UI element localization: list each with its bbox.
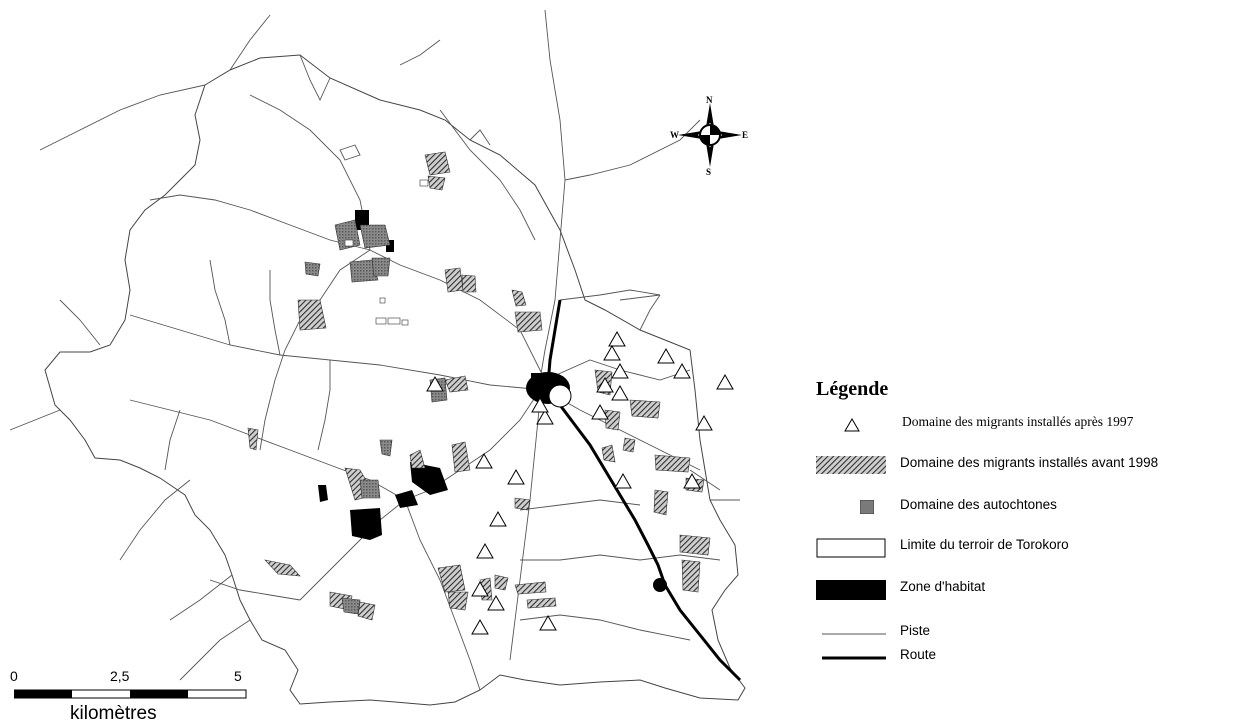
triangle-icon — [614, 472, 632, 489]
legend-label: Zone d'habitat — [900, 579, 986, 594]
triangle-icon — [507, 468, 525, 485]
legend-label: Domaine des autochtones — [900, 497, 1057, 512]
pistes — [9, 9, 740, 691]
compass-north: N — [706, 95, 713, 105]
small-parcels — [344, 179, 429, 326]
grey-square-icon — [860, 500, 874, 514]
legend-label: Domaine des migrants installés avant 199… — [900, 455, 1159, 470]
migrants-avant-1998-parcels — [247, 151, 711, 621]
triangle-icon — [657, 347, 675, 364]
autochtones-parcels — [304, 219, 448, 615]
scale-tick-5: 5 — [234, 668, 242, 684]
triangle-icon — [603, 344, 621, 361]
compass-west: W — [670, 130, 679, 140]
legend: Légende Domaine des migrants installés a… — [816, 378, 1243, 678]
triangle-icon — [611, 362, 629, 379]
thin-line-icon — [822, 633, 886, 635]
legend-item-route: Route — [816, 644, 1243, 670]
triangle-icon — [471, 618, 489, 635]
compass-south: S — [706, 167, 711, 175]
triangle-icon — [531, 396, 549, 413]
legend-label: Domaine des migrants installés après 199… — [902, 414, 1134, 429]
triangle-icon — [611, 384, 629, 401]
triangle-icon — [683, 472, 701, 489]
compass-east: E — [742, 130, 748, 140]
triangle-icon — [489, 510, 507, 527]
terroir-boundary — [44, 54, 746, 706]
triangle-icon — [539, 614, 557, 631]
black-box-icon — [816, 580, 886, 600]
triangle-icon — [596, 376, 614, 393]
triangle-icon — [844, 418, 860, 432]
triangle-icon — [426, 375, 444, 392]
triangle-icon — [591, 403, 609, 420]
legend-item-piste: Piste — [816, 620, 1243, 646]
legend-item-migrants-apres-1997: Domaine des migrants installés après 199… — [816, 412, 1243, 438]
route — [546, 299, 742, 682]
migrants-apres-1997-markers — [426, 330, 734, 635]
village-center-icon — [548, 384, 572, 408]
scale-bar: 0 2,5 5 kilomètres — [10, 668, 260, 724]
triangle-icon — [471, 580, 489, 597]
legend-item-zone-habitat: Zone d'habitat — [816, 576, 1243, 602]
triangle-icon — [475, 452, 493, 469]
scale-bar-graphic — [14, 689, 247, 699]
legend-item-migrants-avant-1998: Domaine des migrants installés avant 199… — [816, 452, 1243, 478]
thick-line-icon — [822, 656, 886, 660]
legend-label: Route — [900, 647, 937, 662]
hatch-swatch-icon — [816, 456, 886, 474]
scale-unit: kilomètres — [70, 703, 157, 724]
triangle-icon — [695, 414, 713, 431]
triangle-icon — [487, 594, 505, 611]
scale-tick-0: 0 — [10, 668, 18, 684]
legend-item-autochtones: Domaine des autochtones — [816, 494, 1243, 520]
habitat-zones — [318, 210, 667, 592]
triangle-icon — [536, 408, 554, 425]
outline-box-icon — [816, 538, 886, 558]
triangle-icon — [716, 373, 734, 390]
legend-label: Piste — [900, 623, 931, 638]
triangle-icon — [673, 362, 691, 379]
triangle-icon — [476, 542, 494, 559]
legend-item-limite-terroir: Limite du terroir de Torokoro — [816, 534, 1243, 560]
scale-tick-2-5: 2,5 — [110, 668, 130, 684]
triangle-icon — [608, 330, 626, 347]
legend-label: Limite du terroir de Torokoro — [900, 537, 1069, 552]
compass-rose-icon: N S W E — [670, 95, 748, 175]
legend-title: Légende — [816, 378, 889, 400]
